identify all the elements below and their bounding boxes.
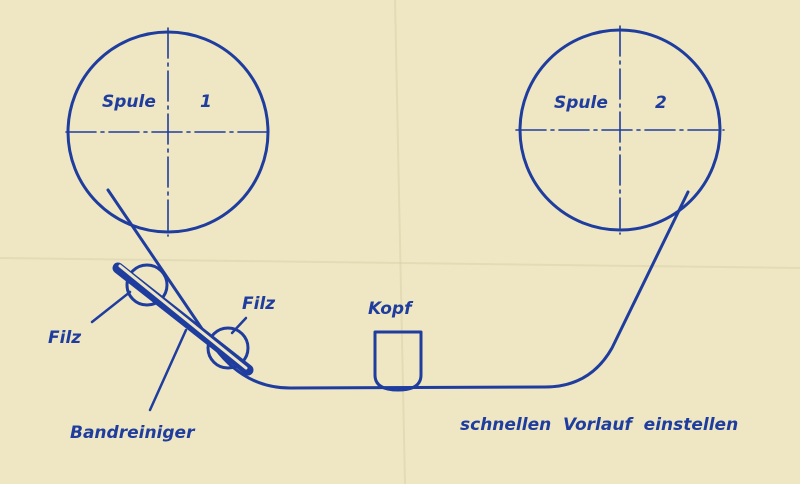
reel-1-label-word: Spule — [102, 92, 156, 112]
tape-cleaner-bar-highlight — [118, 264, 248, 370]
felt-right-leader — [230, 316, 248, 335]
reel-2-label-word: Spule — [554, 93, 608, 113]
tape-head — [373, 330, 423, 392]
felt-left-leader — [90, 290, 132, 324]
felt-left-label: Filz — [48, 328, 81, 348]
instruction-text: schnellen Vorlauf einstellen — [460, 415, 738, 435]
cleaner-label: Bandreiniger — [70, 423, 196, 443]
felt-right-label: Filz — [242, 294, 275, 314]
tape-path — [106, 188, 690, 390]
head-label: Kopf — [368, 299, 414, 319]
cleaner-leader — [148, 328, 188, 412]
felt-pad-left — [125, 263, 169, 307]
reel-1-label-number: 1 — [200, 92, 212, 112]
felt-pad-right — [206, 326, 250, 370]
paper-fold-vertical — [394, 0, 406, 484]
reel-2-label-number: 2 — [655, 93, 667, 113]
